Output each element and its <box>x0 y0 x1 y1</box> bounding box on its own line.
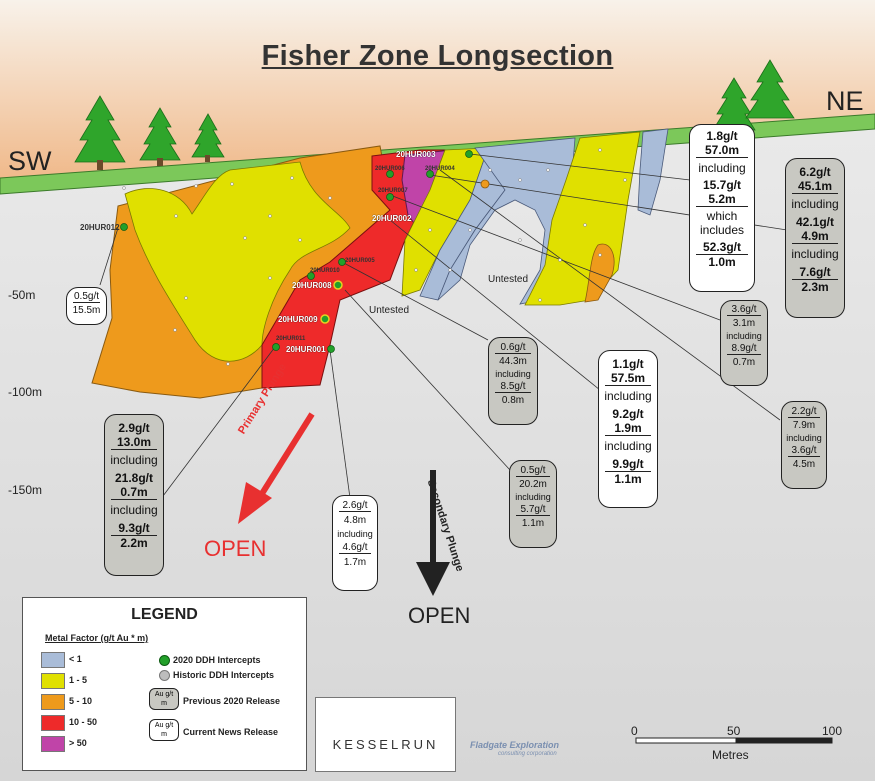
secondary-plunge-arrow <box>416 470 450 596</box>
current-release-icon: Au g/t m <box>149 719 179 741</box>
mini-curr-top: Au g/t <box>154 722 174 729</box>
legend: LEGEND Metal Factor (g/t Au * m) < 1 1 -… <box>22 597 307 771</box>
legend-subtitle: Metal Factor (g/t Au * m) <box>45 633 149 643</box>
hole-label-20hur007: 20HUR007 <box>378 188 408 194</box>
figure-title: Fisher Zone Longsection <box>261 40 614 72</box>
kesselrun-logo: KESSELRUN <box>315 697 456 772</box>
legend-swatch-5-10 <box>41 694 65 710</box>
depth-label-50: -50m <box>8 288 36 302</box>
untested-label-central: Untested <box>369 305 410 316</box>
untested-label-east: Untested <box>488 274 529 285</box>
green-dot-icon <box>159 655 170 666</box>
intercept-box-current-11: 1.1g/t 57.5m including 9.2g/t 1.9m inclu… <box>598 350 658 508</box>
hole-label-20hur002: 20HUR002 <box>372 214 412 223</box>
tree-icon <box>74 59 795 170</box>
previous-release-icon: Au g/t m <box>149 688 179 710</box>
intercepts-2020 <box>120 150 473 353</box>
scale-tick-0: 0 <box>631 724 638 738</box>
sky-background <box>0 0 875 180</box>
intercept-box-previous-36: 3.6g/t 3.1m including 8.9g/t 0.7m <box>720 300 768 386</box>
intercept-box-previous-ne: 6.2g/t 45.1m including 42.1g/t 4.9m incl… <box>785 158 845 318</box>
intercept-box-previous-06: 0.6g/t 44.3m including 8.5g/t 0.8m <box>488 337 538 425</box>
intercept-box-20hur001: 2.6g/t 4.8m including 4.6g/t 1.7m <box>332 495 378 591</box>
legend-swatch-1-5 <box>41 673 65 689</box>
primary-open-label: OPEN <box>204 536 267 561</box>
intercept-box-20hur003: 1.8g/t 57.0m including 15.7g/t 5.2m whic… <box>689 124 755 292</box>
ne-label: NE <box>826 86 864 116</box>
hole-label-20hur011: 20HUR011 <box>276 336 306 342</box>
hole-label-20hur009: 20HUR009 <box>278 315 318 324</box>
scale-unit: Metres <box>712 748 749 762</box>
consultant-name: Fladgate Exploration <box>470 740 560 750</box>
legend-swatch-10-50 <box>41 715 65 731</box>
scale-tick-50: 50 <box>727 724 741 738</box>
logo-name: KESSELRUN <box>332 737 439 752</box>
scale-bar <box>635 737 833 744</box>
legend-label-gt50: > 50 <box>69 738 87 748</box>
secondary-open-label: OPEN <box>408 603 471 628</box>
intercept-box-previous-05: 0.5g/t 20.2m including 5.7g/t 1.1m <box>509 460 557 548</box>
intercept-box-previous-22: 2.2g/t 7.9m including 3.6g/t 4.5m <box>781 401 827 489</box>
legend-2020-ddh: 2020 DDH Intercepts <box>173 655 261 665</box>
intercept-box-20hur011: 2.9g/t 13.0m including 21.8g/t 0.7m incl… <box>104 414 164 576</box>
grey-dot-icon <box>159 670 170 681</box>
hole-label-20hur010: 20HUR010 <box>310 268 340 274</box>
legend-label-5-10: 5 - 10 <box>69 696 93 706</box>
hole-label-20hur001: 20HUR001 <box>286 345 326 354</box>
sw-label: SW <box>8 146 52 176</box>
hole-label-20hur012: 20HUR012 <box>80 223 120 232</box>
mini-prev-bottom: m <box>161 700 167 707</box>
primary-plunge-arrow <box>238 412 315 524</box>
depth-label-100: -100m <box>8 385 43 399</box>
legend-swatch-gt50 <box>41 736 65 752</box>
historic-intercepts <box>122 148 627 366</box>
legend-title: LEGEND <box>131 606 198 623</box>
hole-label-20hur003: 20HUR003 <box>396 150 436 159</box>
historic-intercept-highlight <box>480 179 490 189</box>
depth-label-150: -150m <box>8 483 43 497</box>
scale-tick-100: 100 <box>822 724 843 738</box>
legend-current-release: Current News Release <box>183 727 279 737</box>
legend-label-lt1: < 1 <box>69 654 82 664</box>
hole-label-20hur008: 20HUR008 <box>292 281 332 290</box>
hole-label-20hur006: 20HUR006 <box>375 166 405 172</box>
zone-5-10-east <box>584 243 615 303</box>
legend-previous-release: Previous 2020 Release <box>183 696 281 706</box>
mini-curr-bottom: m <box>161 731 167 738</box>
hole-label-20hur005: 20HUR005 <box>345 258 375 264</box>
legend-label-10-50: 10 - 50 <box>69 717 98 727</box>
legend-swatch-lt1 <box>41 652 65 668</box>
intercept-box-20hur012: 0.5g/t 15.5m <box>66 287 107 325</box>
zone-1-5-west <box>124 161 351 362</box>
hole-label-20hur004: 20HUR004 <box>425 166 455 172</box>
legend-historic-ddh: Historic DDH Intercepts <box>173 670 275 680</box>
mini-prev-top: Au g/t <box>154 691 174 698</box>
zone-under-1-far-east <box>637 128 669 216</box>
legend-label-1-5: 1 - 5 <box>69 675 88 685</box>
consultant-subtitle: consulting corporation <box>498 751 557 757</box>
